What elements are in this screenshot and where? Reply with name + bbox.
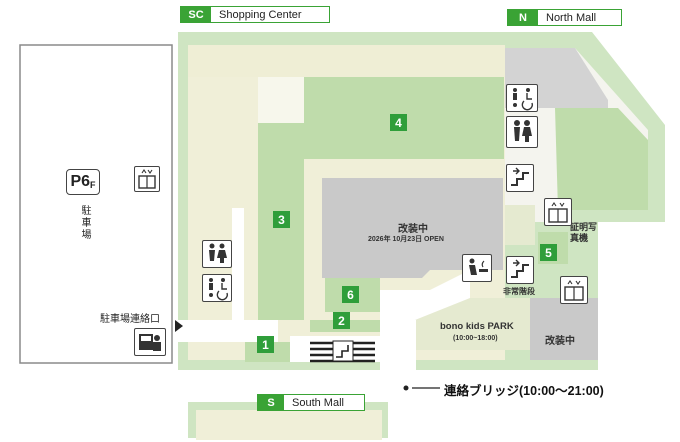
- parking-building: [19, 44, 173, 364]
- kids-park-name[interactable]: bono kids PARK: [440, 321, 514, 332]
- renovation-area: [322, 178, 503, 278]
- north-mall-store: [555, 108, 648, 210]
- south-mall-label: South Mall: [292, 396, 344, 409]
- renovation-note: 2026年 10月23日 OPEN: [368, 236, 444, 243]
- multipurpose-restroom-icon[interactable]: [202, 274, 232, 302]
- arrow-right-icon: [175, 320, 183, 332]
- store-number-6[interactable]: 6: [342, 286, 359, 303]
- renovation-sub-label: 改装中: [545, 336, 575, 347]
- multipurpose-restroom-icon[interactable]: [506, 84, 538, 112]
- store-number-2[interactable]: 2: [333, 312, 350, 329]
- shopping-center-label: Shopping Center: [219, 8, 302, 21]
- renovation-title: 改装中: [398, 224, 428, 235]
- south-mall-code: S: [258, 395, 284, 410]
- parking-code-badge: P6 F: [66, 169, 100, 195]
- renovation-sub-area: [530, 298, 598, 360]
- parking-code: P6: [70, 173, 91, 190]
- parking-code-suffix: F: [90, 179, 96, 190]
- north-mall-code: N: [508, 10, 538, 25]
- stairs-icon[interactable]: [506, 256, 534, 284]
- restroom-icon[interactable]: [506, 116, 538, 148]
- atm-icon[interactable]: [134, 328, 166, 356]
- elevator-icon[interactable]: [544, 198, 572, 226]
- elevator-icon[interactable]: [560, 276, 588, 304]
- north-mall-tag[interactable]: N North Mall: [507, 9, 622, 26]
- south-mall-tag[interactable]: S South Mall: [257, 394, 365, 411]
- elevator-icon[interactable]: [134, 166, 160, 192]
- smoking-room-icon[interactable]: [462, 254, 492, 282]
- kids-park-area: [415, 298, 530, 350]
- store-number-1[interactable]: 1: [257, 336, 274, 353]
- bridge-label: 連絡ブリッジ(10:00〜21:00): [444, 384, 604, 398]
- escalator-icon: [310, 340, 375, 363]
- store-number-5[interactable]: 5: [540, 244, 557, 261]
- shopping-center-tag[interactable]: SC Shopping Center: [180, 6, 330, 23]
- parking-entrance-label: 駐車場連絡口: [100, 314, 160, 325]
- store-number-4[interactable]: 4: [390, 114, 407, 131]
- north-mall-label: North Mall: [546, 11, 597, 24]
- parking-label: 駐車場: [79, 205, 90, 241]
- shopping-center-code: SC: [181, 7, 211, 22]
- kids-park-hours: (10:00~18:00): [453, 335, 498, 342]
- photo-booth-label: 証明写真機: [570, 222, 598, 243]
- stairs-icon[interactable]: [506, 164, 534, 192]
- emergency-stairs-label: 非常階段: [503, 287, 535, 296]
- restroom-icon[interactable]: [202, 240, 232, 268]
- store-number-3[interactable]: 3: [273, 211, 290, 228]
